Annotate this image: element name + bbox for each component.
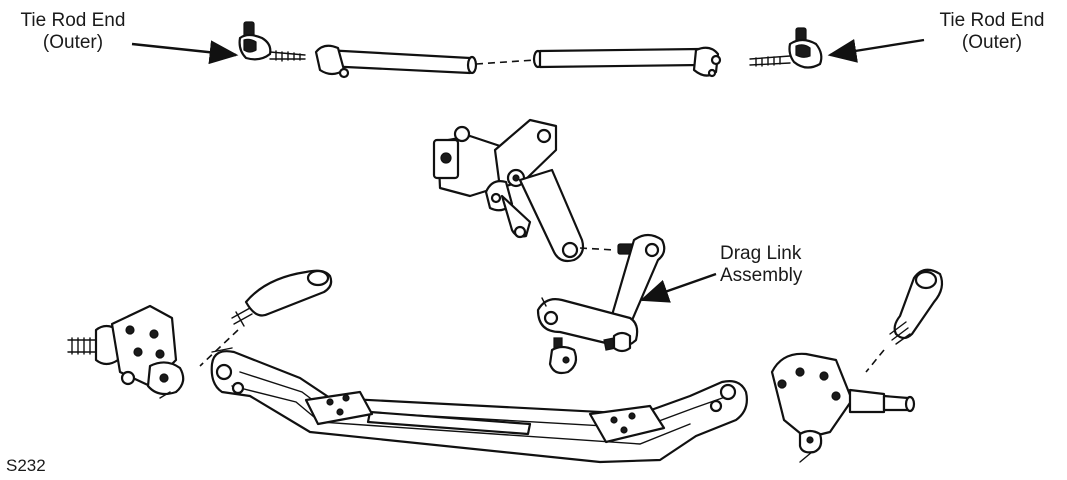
pitman-arm bbox=[518, 168, 585, 263]
front-axle-beam bbox=[210, 347, 748, 464]
arrow-drag-link bbox=[639, 272, 717, 303]
steering-arm-left bbox=[199, 269, 333, 367]
label-tie-rod-end-right: Tie Rod End (Outer) bbox=[921, 10, 1063, 54]
tie-rod-end-left bbox=[238, 21, 306, 62]
steering-knuckle-right bbox=[770, 352, 916, 463]
label-tie-rod-end-right-line2: (Outer) bbox=[961, 32, 1023, 53]
label-tie-rod-end-left-line1: Tie Rod End bbox=[20, 10, 126, 31]
label-drag-link-assembly: Drag Link Assembly bbox=[720, 243, 832, 287]
label-drag-link-line2: Assembly bbox=[720, 265, 803, 286]
figure-code: S232 bbox=[6, 456, 46, 475]
arrow-tie-rod-right bbox=[827, 38, 925, 63]
arrow-tie-rod-left bbox=[131, 40, 239, 65]
label-tie-rod-end-left-line2: (Outer) bbox=[42, 32, 104, 53]
tie-rod-tube-left bbox=[314, 44, 478, 79]
tie-rod-break-line bbox=[475, 59, 536, 65]
tie-rod-tube-right bbox=[532, 46, 722, 78]
label-tie-rod-end-right-line1: Tie Rod End bbox=[939, 10, 1045, 31]
label-tie-rod-end-left: Tie Rod End (Outer) bbox=[4, 10, 142, 54]
steering-arm-right bbox=[865, 268, 944, 373]
label-drag-link-line1: Drag Link bbox=[720, 243, 802, 264]
tie-rod-end-right bbox=[749, 27, 823, 69]
drag-link-assembly bbox=[536, 233, 666, 375]
steering-knuckle-left bbox=[67, 304, 185, 399]
steering-gear bbox=[432, 118, 558, 239]
